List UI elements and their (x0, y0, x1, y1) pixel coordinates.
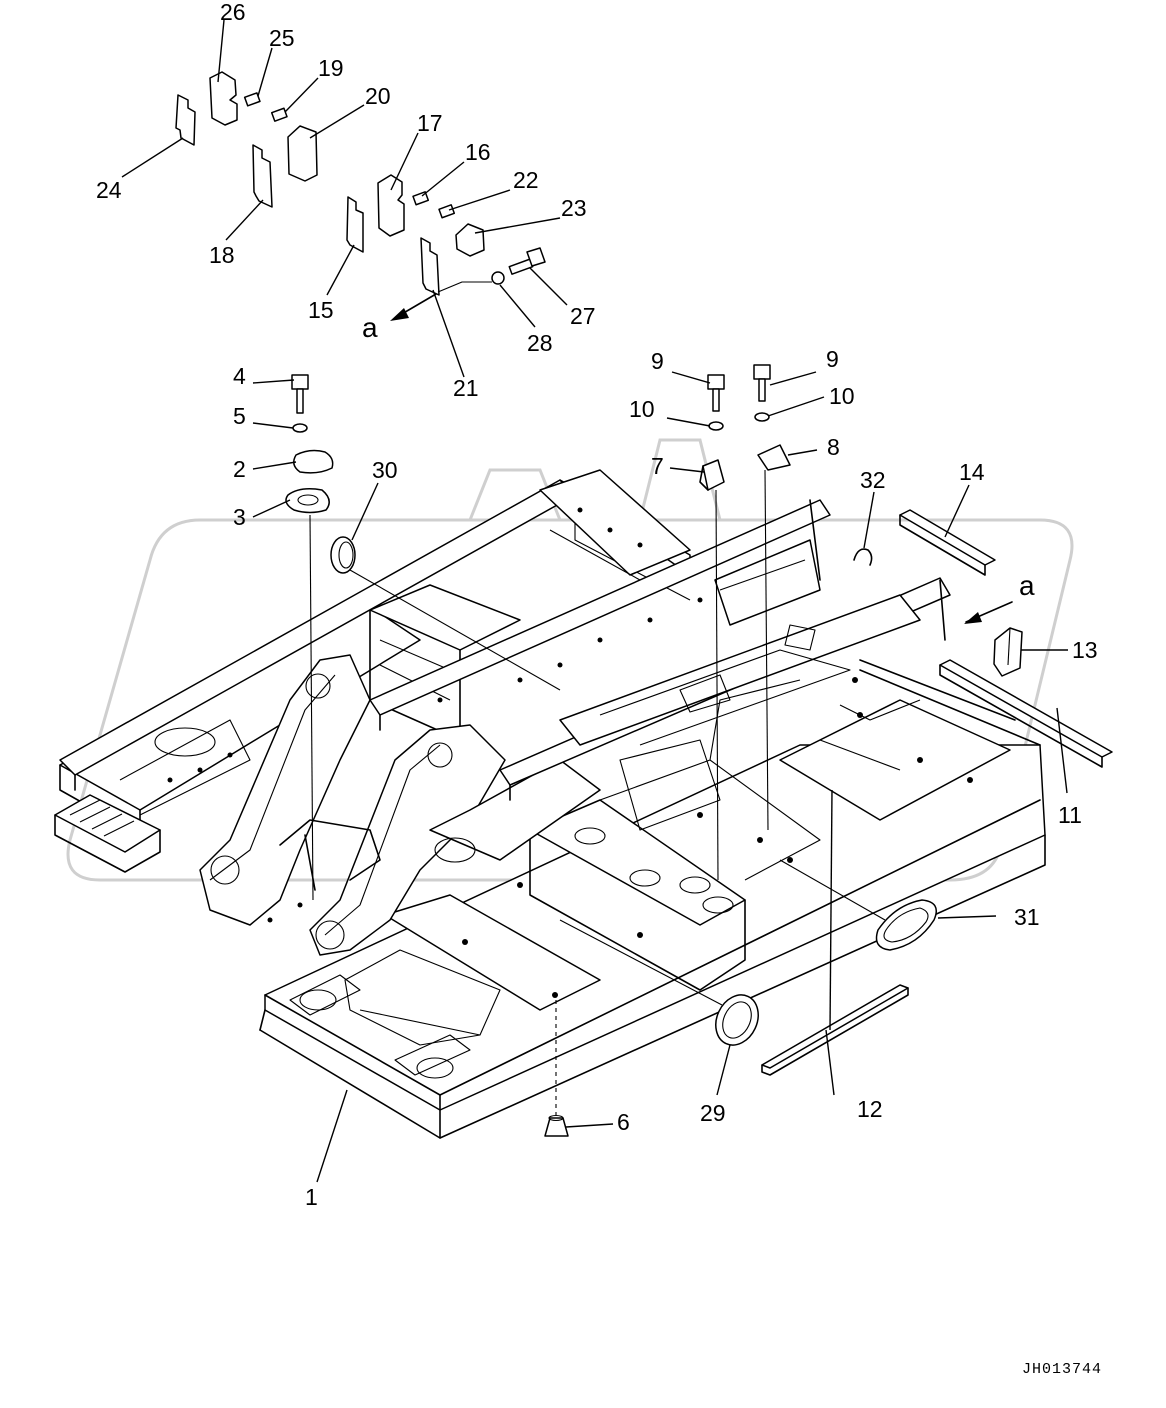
part-25-shim (243, 92, 261, 107)
callout-22: 22 (513, 167, 539, 193)
callout-13: 13 (1072, 637, 1098, 663)
part-12-rail (761, 984, 909, 1076)
part-3-gasket (285, 488, 330, 514)
part-27-bolt (508, 247, 546, 275)
part-32-clip (853, 548, 873, 566)
part-7-bracket (699, 459, 725, 491)
callout-23: 23 (561, 195, 587, 221)
part-28-washer (491, 271, 505, 285)
part-5-washer (292, 423, 308, 433)
callout-5: 5 (233, 403, 246, 429)
revolving-frame (54, 469, 1046, 1139)
callout-10-right: 10 (829, 383, 855, 409)
part-20-block (287, 125, 318, 182)
part-10-washer-left (708, 421, 724, 431)
callout-1: 1 (305, 1184, 318, 1210)
callout-3: 3 (233, 504, 246, 530)
part-23-block (455, 223, 485, 257)
leader-lines (121, 19, 1068, 1183)
callout-18: 18 (209, 242, 235, 268)
callout-7: 7 (651, 453, 664, 479)
callout-14: 14 (959, 459, 985, 485)
callout-31: 31 (1014, 904, 1040, 930)
part-21-plate (420, 237, 440, 296)
callout-10-left: 10 (629, 396, 655, 422)
callout-27: 27 (570, 303, 596, 329)
part-9-bolt-right (753, 364, 771, 402)
part-4-bolt (291, 374, 309, 414)
part-13-block (993, 627, 1023, 677)
part-29-cap-ring (715, 994, 759, 1046)
callout-11: 11 (1058, 802, 1082, 828)
callout-29: 29 (700, 1100, 726, 1126)
callout-6: 6 (617, 1109, 630, 1135)
part-30-cap-ring (330, 536, 356, 574)
part-16-shim (412, 191, 430, 206)
callout-15: 15 (308, 297, 334, 323)
callout-24: 24 (96, 177, 122, 203)
part-6-plug (544, 1114, 569, 1137)
callout-30: 30 (372, 457, 398, 483)
callout-19: 19 (318, 55, 344, 81)
part-9-bolt-left (707, 374, 725, 412)
callout-32: 32 (860, 467, 886, 493)
part-8-bracket (757, 444, 791, 471)
view-reference-a-right: a (1019, 570, 1035, 601)
callout-2: 2 (233, 456, 246, 482)
part-26-block (209, 71, 238, 126)
callout-26: 26 (220, 0, 246, 25)
callout-labels: 26 25 19 20 24 18 17 16 22 23 15 27 28 2… (96, 0, 1102, 1378)
part-11-bar (939, 659, 1113, 768)
callout-28: 28 (527, 330, 553, 356)
callout-21: 21 (453, 375, 479, 401)
part-24-plate (175, 94, 196, 146)
callout-20: 20 (365, 83, 391, 109)
callout-8: 8 (827, 434, 840, 460)
part-2-cover (293, 449, 334, 474)
callout-12: 12 (857, 1096, 883, 1122)
callout-9-left: 9 (651, 348, 664, 374)
callout-16: 16 (465, 139, 491, 165)
drawing-code: JH013744 (1022, 1361, 1102, 1378)
part-10-washer-right (754, 412, 770, 422)
part-17-block (377, 174, 405, 237)
part-19-shim (270, 107, 288, 122)
part-31-seal (875, 899, 937, 951)
part-22-shim (438, 204, 456, 219)
part-14-bar (899, 509, 996, 576)
part-15-plate (346, 196, 364, 253)
callout-9-right: 9 (826, 346, 839, 372)
callout-17: 17 (417, 110, 443, 136)
part-axis-line (309, 514, 314, 901)
view-reference-a-left: a (362, 312, 378, 343)
part-18-plate (252, 144, 273, 208)
callout-25: 25 (269, 25, 295, 51)
callout-4: 4 (233, 363, 246, 389)
